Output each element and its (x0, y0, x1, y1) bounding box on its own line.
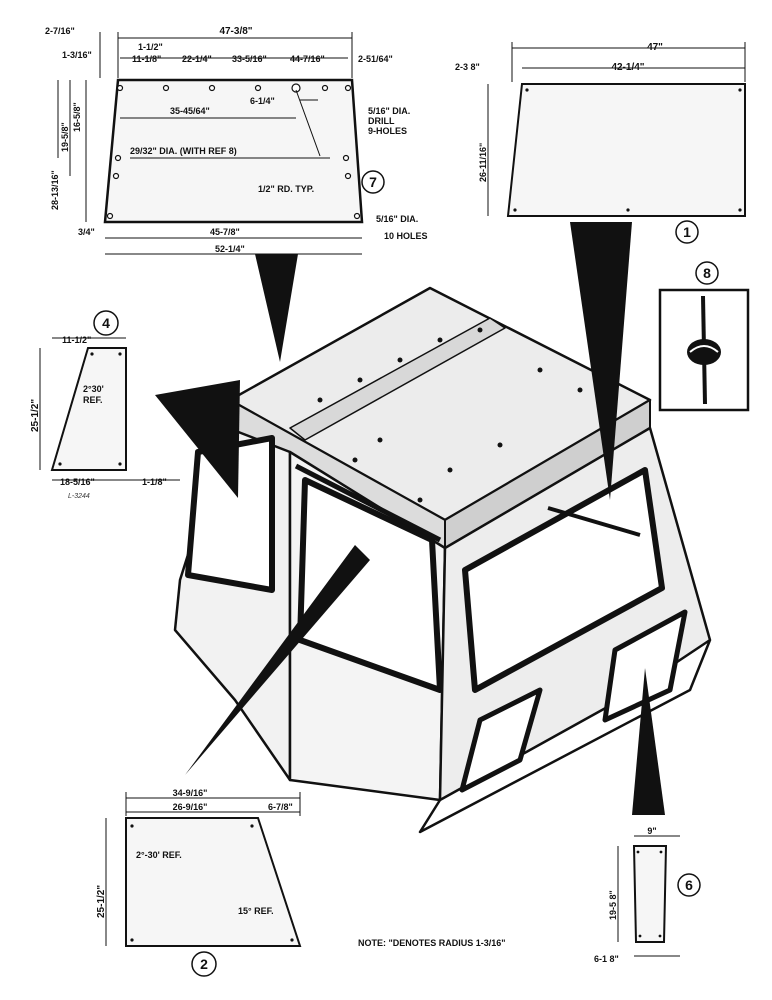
windshield-outline (506, 83, 746, 217)
callout-1-circle (675, 220, 699, 244)
callout-6-circle (93, 310, 119, 336)
grab-handle (294, 463, 442, 543)
leader-arrows (155, 222, 665, 815)
dim-19-5-8-b: 19-5 8" (608, 890, 618, 920)
dim-26-11-16: 26-11/16" (478, 143, 488, 182)
dim-47-3-8: 47-3/8" (219, 26, 252, 37)
leader-to-windshield (570, 222, 632, 500)
note-radius: 1/2" RD. TYP. (258, 184, 314, 194)
dimension-lines-7 (57, 32, 362, 255)
callout-7: 7 (369, 174, 377, 190)
cab-illustration (173, 286, 712, 834)
dimension-lines-1 (487, 42, 746, 216)
dim-9: 9" (647, 826, 656, 836)
callout-4-circle (191, 951, 217, 977)
dim-6-7-8: 6-7/8" (268, 802, 293, 812)
dim-25-1-2-a: 25-1/2" (30, 399, 41, 432)
dim-25-1-2-b: 25-1/2" (96, 885, 107, 918)
side-glass-6-outline (50, 347, 127, 471)
cab-door-window (297, 477, 443, 693)
note-9-holes: 9-HOLES (368, 126, 407, 136)
dim-6-1-8: 6-1 8" (594, 954, 619, 964)
corner-glass-outline (632, 845, 668, 943)
part-code: L-3244 (68, 493, 90, 500)
dim-6-1-4: 6-1/4" (250, 96, 275, 106)
callout-8: 8 (703, 265, 711, 281)
angle-2-30: 2°30' (83, 384, 104, 394)
cab-corner-window (602, 609, 688, 723)
leader-to-rear (255, 254, 298, 362)
angle-15-ref: 15° REF. (238, 906, 274, 916)
windshield-holes (513, 88, 742, 212)
dim-2-51-64: 2-51/64" (358, 54, 393, 64)
panel-1-windshield: 47" 42-1/4" 2-3 8" 26-11/16" 1 (455, 42, 746, 244)
note-ref-dia: 29/32" DIA. (WITH REF 8) (130, 146, 237, 156)
dim-11-1-8: 11-1/8" (132, 54, 161, 64)
angle-2-30-ref: 2°-30' REF. (136, 850, 182, 860)
roof-rivets (317, 327, 583, 503)
panel-6-side-glass: 4 11-1/2" 25-1/2" 2°30' REF. 18-5/16" 1-… (30, 310, 180, 500)
dim-35-45-64: 35-45/64" (170, 106, 210, 116)
dim-1-1-8: 1-1/8" (142, 477, 167, 487)
dim-2-3-8: 2-3 8" (455, 62, 480, 72)
dim-11-1-2: 11-1/2" (62, 335, 91, 345)
dim-16-5-8: 16-5/8" (72, 102, 82, 132)
callout-8-circle (695, 261, 719, 285)
door-glass-outline (125, 817, 302, 947)
dim-45-7-8: 45-7/8" (210, 227, 240, 237)
dim-3-4: 3/4" (78, 227, 95, 237)
callout-2: 6 (685, 877, 693, 893)
panel-7-rear-glass: 47-3/8" 2-7/16" 1-3/16" 1-1/2" 11-1/8" 2… (45, 26, 428, 255)
note-drill: DRILL (368, 116, 395, 126)
panel-4-door-glass: 34-9/16" 26-9/16" 6-7/8" 25-1/2" 2°-30' … (96, 788, 302, 977)
dim-22-1-4: 22-1/4" (182, 54, 212, 64)
dim-26-9-16: 26-9/16" (173, 802, 208, 812)
cab-left-window (185, 435, 275, 593)
callout-7-circle (361, 170, 385, 194)
dim-47: 47" (647, 42, 663, 53)
angle-ref: REF. (83, 395, 103, 405)
panel-2-corner-glass: 9" 19-5 8" 6-1 8" 6 (594, 826, 701, 964)
cab-lower-window (459, 687, 543, 793)
dim-1-1-2: 1-1/2" (138, 42, 163, 52)
callout-1: 1 (683, 224, 691, 240)
detail-8-seal: 8 (658, 261, 750, 412)
rear-glass-outline (103, 78, 364, 224)
dim-42-1-4: 42-1/4" (611, 62, 644, 73)
leader-to-corner (632, 668, 665, 815)
dim-19-5-8: 19-5/8" (60, 122, 70, 152)
dim-2-7-16: 2-7/16" (45, 26, 75, 36)
callout-6: 4 (102, 315, 110, 331)
dim-34-9-16: 34-9/16" (173, 788, 208, 798)
dim-1-3-16: 1-3/16" (62, 50, 92, 60)
leader-to-side (155, 380, 240, 498)
dim-44-7-16: 44-7/16" (290, 54, 325, 64)
dim-33-5-16: 33-5/16" (232, 54, 267, 64)
mounting-holes (106, 83, 361, 220)
leader-to-door (185, 545, 370, 775)
note-drill-dia: 5/16" DIA. (368, 106, 410, 116)
callout-4: 2 (200, 956, 208, 972)
dim-18-5-16: 18-5/16" (60, 477, 95, 487)
seal-section (687, 339, 721, 365)
radius-note: NOTE: "DENOTES RADIUS 1-3/16" (358, 938, 506, 948)
note-holes-dia: 5/16" DIA. (376, 214, 418, 224)
dim-28-13-16: 28-13/16" (50, 170, 60, 210)
note-10-holes: 10 HOLES (384, 231, 428, 241)
callout-2-circle (677, 873, 701, 897)
dim-52-1-4: 52-1/4" (215, 244, 245, 254)
